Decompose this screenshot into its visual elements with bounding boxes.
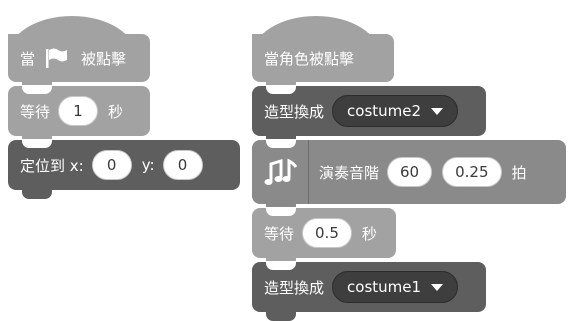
block-notch (22, 85, 52, 94)
costume-value: costume1 (347, 278, 422, 296)
music-notes-icon (264, 158, 298, 185)
play-note-label: 演奏音階 (319, 163, 380, 182)
go-to-x-label: 定位到 x: (20, 156, 84, 175)
costume-value: costume2 (347, 102, 422, 120)
y-input[interactable]: 0 (162, 150, 203, 180)
switch-costume-label: 造型換成 (264, 102, 325, 121)
when-sprite-clicked-block[interactable]: 當角色被點擊 (252, 16, 394, 91)
clicked-label: 被點擊 (81, 49, 127, 68)
when-flag-clicked-block[interactable]: 當 被點擊 (8, 16, 150, 91)
when-label: 當 (20, 49, 36, 68)
switch-costume-block[interactable]: 造型換成 costume1 (252, 261, 486, 321)
switch-costume-label: 造型換成 (264, 278, 325, 297)
costume-dropdown[interactable]: costume1 (332, 271, 459, 303)
switch-costume-block[interactable]: 造型換成 costume2 (252, 85, 486, 145)
beats-unit: 拍 (511, 163, 527, 182)
costume-dropdown[interactable]: costume2 (332, 95, 459, 127)
music-extension-icon-box (254, 140, 309, 204)
wait-seconds-input[interactable]: 1 (58, 96, 99, 126)
beats-input[interactable]: 0.25 (442, 157, 502, 187)
wait-label: 等待 (20, 102, 51, 121)
wait-seconds-input[interactable]: 0.5 (302, 218, 352, 248)
y-label: y: (141, 156, 155, 174)
note-input[interactable]: 60 (387, 157, 433, 187)
block-notch (266, 261, 296, 270)
when-sprite-clicked-label: 當角色被點擊 (264, 49, 355, 68)
wait-block[interactable]: 等待 1 秒 (8, 85, 150, 145)
block-notch (266, 85, 296, 94)
green-flag-icon (46, 48, 68, 68)
play-note-block[interactable]: 演奏音階 60 0.25 拍 (252, 139, 566, 213)
caret-down-icon (431, 283, 444, 291)
wait-block[interactable]: 等待 0.5 秒 (252, 207, 396, 267)
x-input[interactable]: 0 (91, 150, 132, 180)
caret-down-icon (431, 107, 444, 115)
block-notch (22, 139, 52, 148)
go-to-xy-block[interactable]: 定位到 x: 0 y: 0 (8, 139, 240, 199)
block-notch (266, 207, 296, 216)
seconds-unit: 秒 (361, 224, 377, 243)
seconds-unit: 秒 (108, 102, 124, 121)
wait-label: 等待 (264, 224, 295, 243)
block-notch (266, 139, 296, 148)
